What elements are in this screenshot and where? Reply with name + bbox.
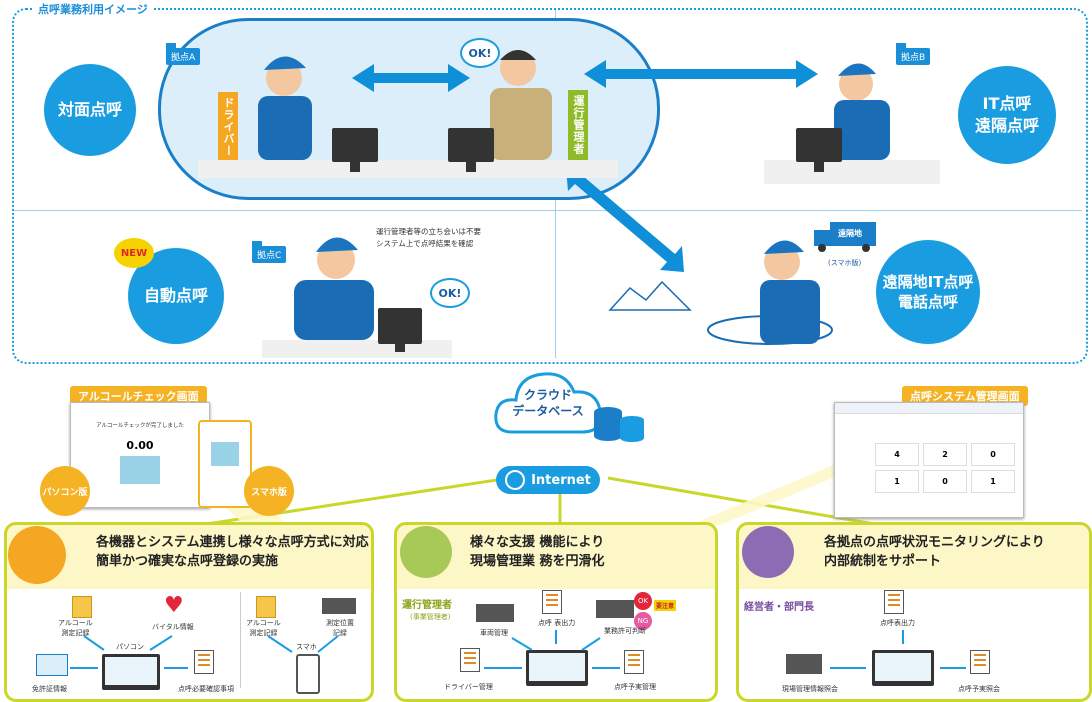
stat-2: 2: [923, 443, 967, 466]
label-alcohol-record: アルコール 測定記録: [58, 619, 93, 637]
panel-middle-role: 運行管理者: [402, 600, 452, 611]
license-icon: [36, 654, 68, 676]
panel-left-separator: [240, 592, 241, 688]
alcohol-screen-message: アルコールチェックが完了しました: [96, 423, 184, 429]
stat-4: 1: [875, 470, 919, 493]
panel-left-avatar: [8, 526, 66, 584]
panel-right-avatar: [742, 526, 794, 578]
doc-icon-output: [542, 590, 562, 614]
phone-photo: [211, 442, 239, 466]
heart-icon: ♥: [164, 593, 184, 618]
panel-middle-avatar: [400, 526, 452, 578]
mode-auto: 自動点呼: [128, 248, 224, 344]
truck-icon-vehicle: [476, 604, 514, 622]
role-driver-label: ドライバー: [218, 92, 238, 162]
alcohol-icon-2: [256, 596, 276, 618]
stat-1: 4: [875, 443, 919, 466]
site-tag-a: 拠点A: [166, 43, 201, 65]
label-vital: バイタル情報: [152, 623, 194, 631]
alcohol-screen-title: アルコールチェック画面: [70, 386, 207, 406]
scenario-frame: [12, 8, 1088, 364]
doc-icon-driver: [460, 648, 480, 672]
label-license: 免許証情報: [32, 685, 67, 693]
doc-icon-output-right: [884, 590, 904, 614]
label-required: 点呼必要確認事項: [178, 685, 234, 693]
label-position: 測定位置 記録: [326, 619, 354, 637]
site-tag-c: 拠点C: [252, 241, 287, 263]
ng-badge: NG: [634, 612, 652, 630]
ok-badge: OK: [634, 592, 652, 610]
system-screen-grid: 4 2 0 1 0 1: [875, 443, 1015, 493]
mode-face-to-face: 対面点呼: [44, 64, 136, 156]
alcohol-screen-value: 0.00: [126, 439, 154, 452]
cloud-label: クラウド データベース: [512, 388, 584, 418]
alcohol-icon: [72, 596, 92, 618]
top-title: 点呼業務利用イメージ: [32, 1, 154, 17]
label-alcohol-record-2: アルコール 測定記録: [246, 619, 281, 637]
label-info: 現場管理情報照会: [782, 685, 838, 693]
mode-remote-phone: 遠隔地IT点呼 電話点呼: [876, 240, 980, 344]
laptop-icon-right: [872, 650, 934, 686]
database-icon: [594, 407, 644, 442]
alcohol-pc-screen: アルコールチェックが完了しました 0.00: [70, 402, 210, 508]
remote-truck-sublabel: (スマホ版): [828, 259, 862, 267]
laptop-icon-left: [102, 654, 160, 690]
panel-right-title: 各拠点の点呼状況モニタリングにより 内部統制をサポート: [824, 535, 1045, 569]
people-illustrations: [198, 50, 940, 358]
alcohol-phone-screen: [198, 420, 252, 508]
panel-right-role: 経営者・部門長: [744, 602, 814, 613]
label-phone: スマホ: [296, 643, 317, 651]
label-driver: ドライバー管理: [444, 683, 493, 691]
internet-label: Internet: [531, 472, 591, 488]
panel-middle-title: 様々な支援 機能により 現場管理業 務を円滑化: [470, 535, 605, 569]
auto-note-line1: 運行管理者等の立ち会いは不要: [376, 227, 481, 236]
stat-3: 0: [971, 443, 1015, 466]
label-schedule-right: 点呼予実照会: [958, 685, 1000, 693]
remote-truck-label: 遠隔地: [838, 229, 862, 238]
stat-5: 0: [923, 470, 967, 493]
label-output-right: 点呼表出力: [880, 619, 915, 627]
checklist-icon-middle: [624, 650, 644, 674]
panel-left-title: 各機器とシステム連携し様々な点呼方式に対応 簡単かつ確実な点呼登録の実施: [96, 535, 369, 569]
ok-bubble-2: OK!: [430, 278, 470, 308]
panel-middle-role-sub: (事業管理者): [410, 613, 451, 621]
new-badge: NEW: [114, 238, 154, 268]
laptop-icon-middle: [526, 650, 588, 686]
system-screen: 4 2 0 1 0 1: [834, 402, 1024, 518]
system-screen-header: [835, 403, 1023, 414]
ok-bubble-1: OK!: [460, 38, 500, 68]
label-schedule: 点呼予実管理: [614, 683, 656, 691]
needs-attention-badge: 要注意: [654, 600, 677, 611]
site-tag-b: 拠点B: [896, 43, 931, 65]
checklist-icon-right: [970, 650, 990, 674]
role-manager-label: 運行管理者: [568, 90, 588, 160]
alcohol-screen-photo: [120, 456, 160, 484]
device-pc-badge: パソコン版: [40, 466, 90, 516]
truck-icon-right: [786, 654, 822, 674]
stat-6: 1: [971, 470, 1015, 493]
device-phone-badge: スマホ版: [244, 466, 294, 516]
label-pc: パソコン: [116, 643, 144, 651]
phone-icon: [296, 654, 320, 694]
truck-icon-permit: [596, 600, 634, 618]
mode-it-remote: IT点呼 遠隔点呼: [958, 66, 1056, 164]
label-permit: 業務許可判断: [604, 627, 646, 635]
globe-icon: [505, 470, 526, 490]
system-screen-title: 点呼システム管理画面: [902, 386, 1028, 406]
divider-horizontal: [14, 210, 1082, 211]
auto-note-line2: システム上で点呼結果を確認: [376, 239, 474, 248]
internet-pill: Internet: [496, 466, 600, 494]
truck-icon-left: [322, 598, 356, 614]
checklist-icon-left: [194, 650, 214, 674]
label-output-middle: 点呼 表出力: [538, 619, 576, 627]
label-vehicle: 車両管理: [480, 629, 508, 637]
